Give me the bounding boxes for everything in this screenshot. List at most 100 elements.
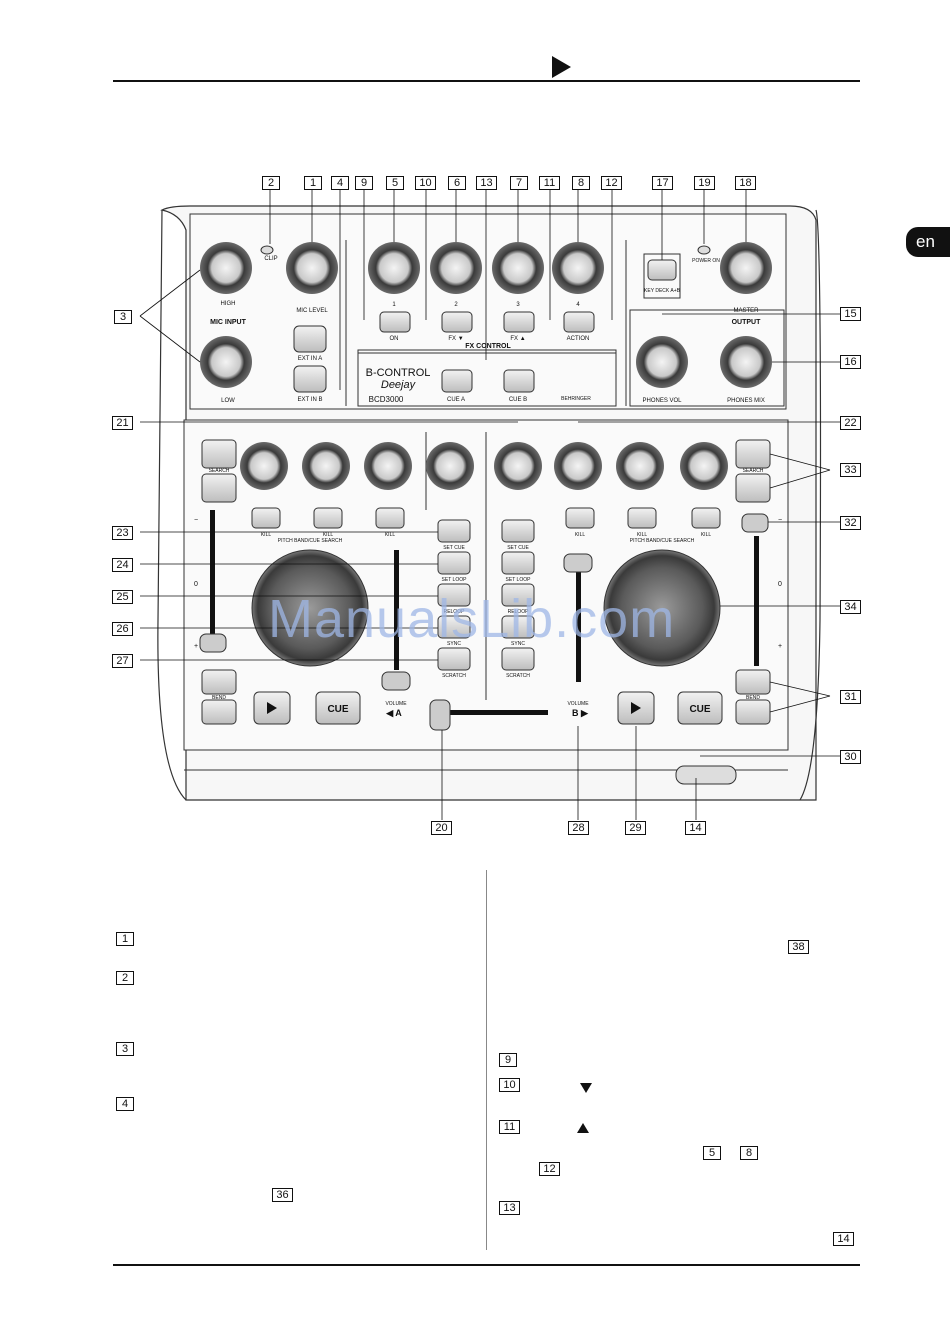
callout-7: 7 — [510, 176, 528, 190]
search-fwd-a-button[interactable] — [201, 473, 237, 503]
deck-b-high-knob[interactable] — [680, 442, 728, 490]
kill-low-a-button[interactable] — [251, 507, 281, 529]
callout-14: 14 — [685, 821, 706, 835]
bend-minus-b-button[interactable] — [735, 669, 771, 695]
play-a-icon — [267, 702, 277, 714]
high-knob[interactable] — [200, 242, 252, 294]
deck-a-mid-knob[interactable] — [302, 442, 350, 490]
ext-in-b-label: EXT IN B — [298, 397, 323, 403]
output-label: OUTPUT — [732, 319, 762, 326]
fx-up-button[interactable] — [503, 311, 535, 333]
pitch-fader-a[interactable] — [199, 633, 227, 653]
callout-33: 33 — [840, 463, 861, 477]
volume-fader-b[interactable] — [563, 553, 593, 573]
watermark: ManualsLib.com — [268, 589, 676, 649]
deck-a-gain-knob[interactable] — [426, 442, 474, 490]
kill-mid-b-button[interactable] — [627, 507, 657, 529]
kill-high-a-button[interactable] — [375, 507, 405, 529]
master-label: MASTER — [733, 308, 759, 314]
fx-knob-4[interactable] — [552, 242, 604, 294]
fx-knob-3[interactable] — [492, 242, 544, 294]
callout-2: 2 — [262, 176, 280, 190]
fx-down-label: FX ▼ — [448, 336, 463, 342]
search-back-b-button[interactable] — [735, 439, 771, 469]
kill-low-b-button[interactable] — [565, 507, 595, 529]
bend-b-label: BEND — [746, 695, 760, 701]
deck-b-label: B ▶ — [572, 708, 589, 718]
phones-vol-knob[interactable] — [636, 336, 688, 388]
set-loop-b-button[interactable] — [501, 551, 535, 575]
deck-a-high-knob[interactable] — [364, 442, 412, 490]
deck-a-low-knob[interactable] — [240, 442, 288, 490]
brand-script: Deejay — [381, 379, 417, 391]
search-fwd-b-button[interactable] — [735, 473, 771, 503]
ref-36: 36 — [272, 1188, 293, 1202]
top-knobs — [200, 242, 772, 388]
key-deck-button[interactable] — [647, 259, 677, 281]
deck-b-mid-knob[interactable] — [616, 442, 664, 490]
set-loop-a-button[interactable] — [437, 551, 471, 575]
cue-b-button[interactable] — [503, 369, 535, 393]
low-knob[interactable] — [200, 336, 252, 388]
deck-b-low-knob[interactable] — [554, 442, 602, 490]
bend-a-label: BEND — [212, 695, 226, 701]
cue-b-label: CUE B — [509, 397, 527, 403]
search-back-a-button[interactable] — [201, 439, 237, 469]
callout-22: 22 — [840, 416, 861, 430]
bend-plus-a-button[interactable] — [201, 699, 237, 725]
headphone-jack[interactable] — [675, 765, 737, 785]
kill-mid-a-button[interactable] — [313, 507, 343, 529]
sync-a-button[interactable] — [437, 615, 471, 639]
kill-high-a-label: KILL — [385, 532, 396, 538]
brand-logo: B-CONTROL — [366, 367, 431, 379]
callout-4: 4 — [331, 176, 349, 190]
kill-mid-a-label: KILL — [323, 532, 334, 538]
maker-logo: BEHRINGER — [561, 396, 591, 402]
reloop-b-button[interactable] — [501, 583, 535, 607]
scratch-b-button[interactable] — [501, 647, 535, 671]
deck-buttons — [201, 439, 771, 725]
sync-b-button[interactable] — [501, 615, 535, 639]
volume-fader-a[interactable] — [381, 671, 411, 691]
callout-8: 8 — [572, 176, 590, 190]
mic-level-knob[interactable] — [286, 242, 338, 294]
fx-down-button[interactable] — [441, 311, 473, 333]
ext-in-a-button[interactable] — [293, 325, 327, 353]
set-cue-b-button[interactable] — [501, 519, 535, 543]
pitch-band-b-label: PITCH BAND/CUE SEARCH — [630, 538, 695, 544]
low-label: LOW — [221, 398, 235, 404]
scratch-a-label: SCRATCH — [442, 673, 466, 679]
fx-on-button[interactable] — [379, 311, 411, 333]
bend-minus-a-button[interactable] — [201, 669, 237, 695]
kill-low-b-label: KILL — [575, 532, 586, 538]
callout-3: 3 — [114, 310, 132, 324]
bend-plus-b-button[interactable] — [735, 699, 771, 725]
ext-in-b-button[interactable] — [293, 365, 327, 393]
ref-11: 11 — [499, 1120, 520, 1134]
scratch-a-button[interactable] — [437, 647, 471, 671]
header-rule — [113, 80, 860, 82]
pitch-zero-a-label: 0 — [194, 581, 198, 588]
language-tab[interactable]: en — [906, 227, 950, 257]
clip-label: CLIP — [264, 256, 277, 262]
set-cue-a-button[interactable] — [437, 519, 471, 543]
cue-b-deck-button[interactable] — [677, 691, 723, 725]
action-button[interactable] — [563, 311, 595, 333]
reloop-a-button[interactable] — [437, 583, 471, 607]
jog-wheel-a[interactable] — [251, 549, 369, 667]
kill-high-b-button[interactable] — [691, 507, 721, 529]
phones-mix-knob[interactable] — [720, 336, 772, 388]
crossfader[interactable] — [429, 699, 451, 731]
fx-number-1: 1 — [392, 302, 396, 308]
deck-b-gain-knob[interactable] — [494, 442, 542, 490]
fx-knob-1[interactable] — [368, 242, 420, 294]
pitch-fader-b[interactable] — [741, 513, 769, 533]
cue-a-button[interactable] — [441, 369, 473, 393]
callout-23: 23 — [112, 526, 133, 540]
pitch-zero-b-label: 0 — [778, 581, 782, 588]
jog-wheel-b[interactable] — [603, 549, 721, 667]
master-knob[interactable] — [720, 242, 772, 294]
cue-a-deck-button[interactable] — [315, 691, 361, 725]
jog-wheels — [251, 549, 721, 667]
fx-knob-2[interactable] — [430, 242, 482, 294]
